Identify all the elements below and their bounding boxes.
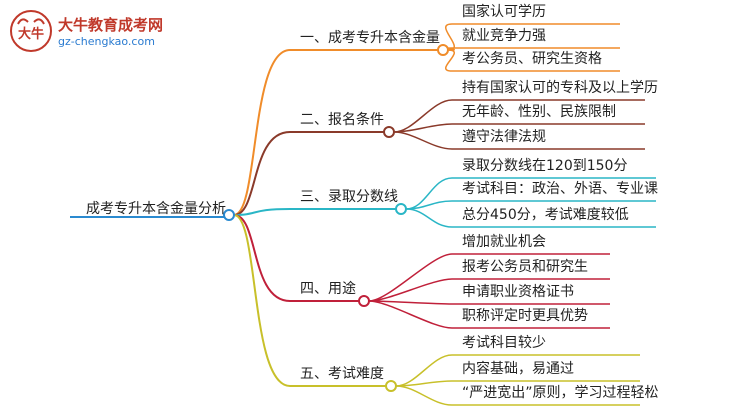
leaf-label-2-3: 遵守法律法规	[462, 129, 546, 145]
branch-link-4	[233, 214, 359, 302]
leaf-label-2-2: 无年龄、性别、民族限制	[462, 104, 616, 120]
branch-link-3	[233, 208, 396, 216]
leaf-label-5-3: “严进宽出”原则，学习过程轻松	[462, 385, 659, 401]
leaf-link-2-2	[393, 123, 645, 133]
logo-mark: 大牛	[18, 26, 44, 42]
branch-link-1	[233, 49, 438, 216]
branch-label-1: 一、成考专升本含金量	[300, 30, 440, 46]
logo-brand: 大牛教育成考网	[58, 16, 164, 34]
leaf-link-5-3	[395, 385, 640, 406]
branch-node-1[interactable]	[437, 44, 449, 56]
leaf-link-4-4	[368, 300, 610, 329]
branch-label-2: 二、报名条件	[300, 112, 384, 128]
leaf-link-3-2	[405, 200, 656, 210]
leaf-label-4-3: 申请职业资格证书	[462, 284, 574, 300]
leaf-label-5-1: 考试科目较少	[462, 335, 546, 351]
leaf-label-1-1: 国家认可学历	[462, 4, 546, 20]
leaf-label-3-2: 考试科目：政治、外语、专业课	[462, 181, 658, 197]
root-label: 成考专升本含金量分析	[86, 201, 226, 217]
leaf-label-3-3: 总分450分，考试难度较低	[462, 207, 629, 223]
branch-link-2	[233, 131, 384, 216]
leaf-link-5-2	[395, 380, 640, 387]
leaf-label-5-2: 内容基础，易通过	[462, 361, 574, 377]
leaf-link-5-1	[395, 354, 640, 387]
leaf-link-4-1	[368, 253, 610, 302]
branch-label-4: 四、用途	[300, 281, 356, 297]
root-node[interactable]	[223, 209, 235, 221]
branch-node-3[interactable]	[395, 203, 407, 215]
leaf-link-2-3	[393, 131, 645, 150]
leaf-link-4-3	[368, 300, 610, 305]
bull-mascot-icon: 大牛	[10, 10, 52, 52]
logo-domain: gz-chengkao.com	[58, 35, 155, 48]
leaf-label-1-2: 就业竞争力强	[462, 28, 546, 44]
leaf-label-4-1: 增加就业机会	[462, 234, 546, 250]
leaf-link-3-3	[405, 208, 656, 228]
site-logo: 大牛 大牛教育成考网 gz-chengkao.com	[8, 8, 208, 56]
branch-node-2[interactable]	[383, 126, 395, 138]
leaf-link-2-1	[393, 99, 645, 133]
leaf-label-4-4: 职称评定时更具优势	[462, 308, 588, 324]
branch-link-5	[233, 214, 386, 387]
branch-node-5[interactable]	[385, 380, 397, 392]
leaf-label-1-3: 考公务员、研究生资格	[462, 51, 602, 67]
leaf-label-4-2: 报考公务员和研究生	[462, 259, 588, 275]
branch-label-3: 三、录取分数线	[300, 189, 398, 205]
branch-label-5: 五、考试难度	[300, 366, 384, 382]
leaf-label-2-1: 持有国家认可的专科及以上学历	[462, 80, 658, 96]
leaf-link-4-2	[368, 278, 610, 302]
branch-node-4[interactable]	[358, 295, 370, 307]
leaf-link-1-3	[445, 49, 620, 72]
leaf-label-3-1: 录取分数线在120到150分	[462, 158, 628, 174]
